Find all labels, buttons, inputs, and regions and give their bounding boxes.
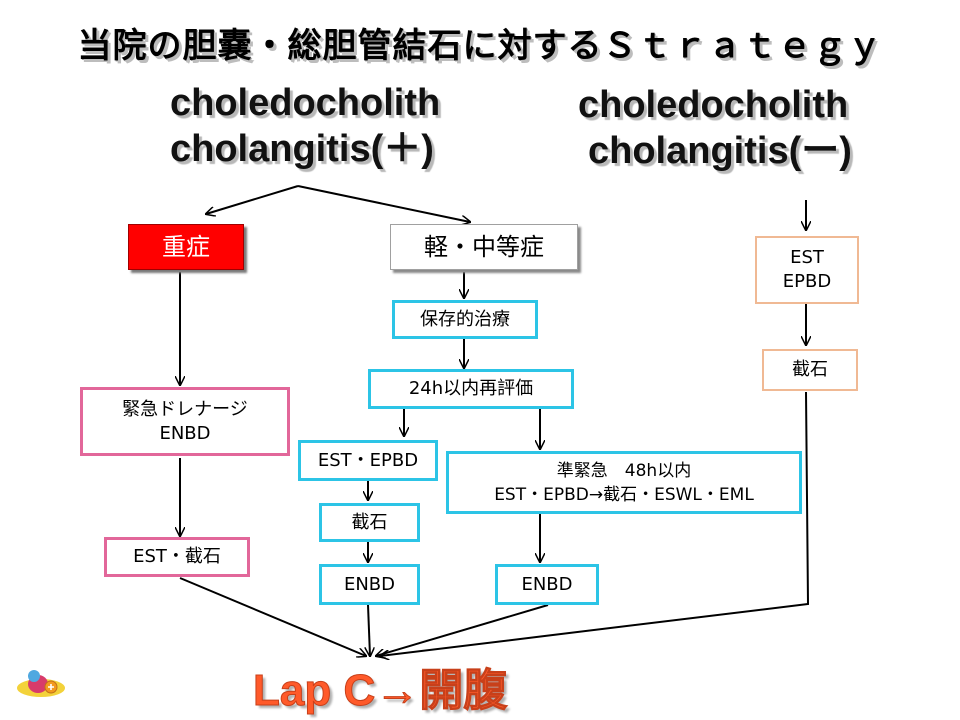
left-heading: choledocholith cholangitis(＋)	[170, 80, 440, 172]
enbd-box: ENBD	[319, 564, 420, 605]
severe-box: 重症	[128, 224, 244, 270]
est-stone-label: EST・截石	[133, 546, 221, 567]
neg-est-line2: EPBD	[782, 271, 832, 292]
enbd2-label: ENBD	[521, 573, 573, 595]
hospital-logo-icon	[14, 660, 68, 702]
stone-label: 截石	[351, 511, 388, 533]
est-epbd-label: EST・EPBD	[317, 449, 419, 471]
right-heading-line1: choledocholith	[578, 84, 849, 126]
severe-label: 重症	[162, 233, 210, 261]
left-heading-line2: cholangitis(＋)	[170, 128, 434, 170]
right-heading-line2: cholangitis(ー)	[588, 130, 852, 172]
neg-stone-box: 截石	[762, 349, 858, 391]
conservative-label: 保存的治療	[420, 308, 510, 330]
page-title: 当院の胆嚢・総胆管結石に対するＳｔｒａｔｅｇｙ	[77, 26, 883, 66]
reassess-box: 24h以内再評価	[368, 369, 574, 409]
drainage-line1: 緊急ドレナージ	[122, 398, 248, 420]
arrow-to-severe	[206, 185, 299, 214]
stone-box: 截石	[319, 503, 420, 542]
left-heading-line1: choledocholith	[170, 82, 441, 124]
semi-urgent-line2: EST・EPBD→截石・ESWL・EML	[494, 484, 754, 505]
arrow-est-stone-to-final	[179, 577, 366, 656]
neg-est-epbd-box: EST EPBD	[755, 236, 859, 304]
arrow-enbd-to-final	[368, 604, 370, 656]
neg-stone-label: 截石	[792, 359, 828, 380]
arrow-to-mild	[297, 185, 470, 222]
semi-urgent-box: 準緊急 48h以内 EST・EPBD→截石・ESWL・EML	[446, 451, 802, 514]
reassess-label: 24h以内再評価	[408, 378, 534, 399]
arrow-neg-stone-to-final	[380, 391, 810, 656]
neg-est-line1: EST	[790, 247, 824, 268]
arrow-enbd2-to-final	[376, 604, 549, 656]
semi-urgent-line1: 準緊急 48h以内	[556, 460, 692, 481]
emergency-drainage-box: 緊急ドレナージ ENBD	[80, 387, 290, 456]
est-epbd-box: EST・EPBD	[298, 440, 438, 481]
right-heading: choledocholith cholangitis(ー)	[578, 82, 852, 174]
conservative-box: 保存的治療	[392, 300, 538, 339]
enbd-label: ENBD	[343, 573, 396, 595]
mild-moderate-box: 軽・中等症	[390, 224, 578, 270]
drainage-line2: ENBD	[159, 422, 211, 444]
mild-moderate-label: 軽・中等症	[424, 233, 544, 261]
est-stone-box: EST・截石	[104, 537, 250, 577]
final-outcome: Lap C→開腹	[252, 666, 508, 716]
enbd2-box: ENBD	[495, 564, 599, 605]
